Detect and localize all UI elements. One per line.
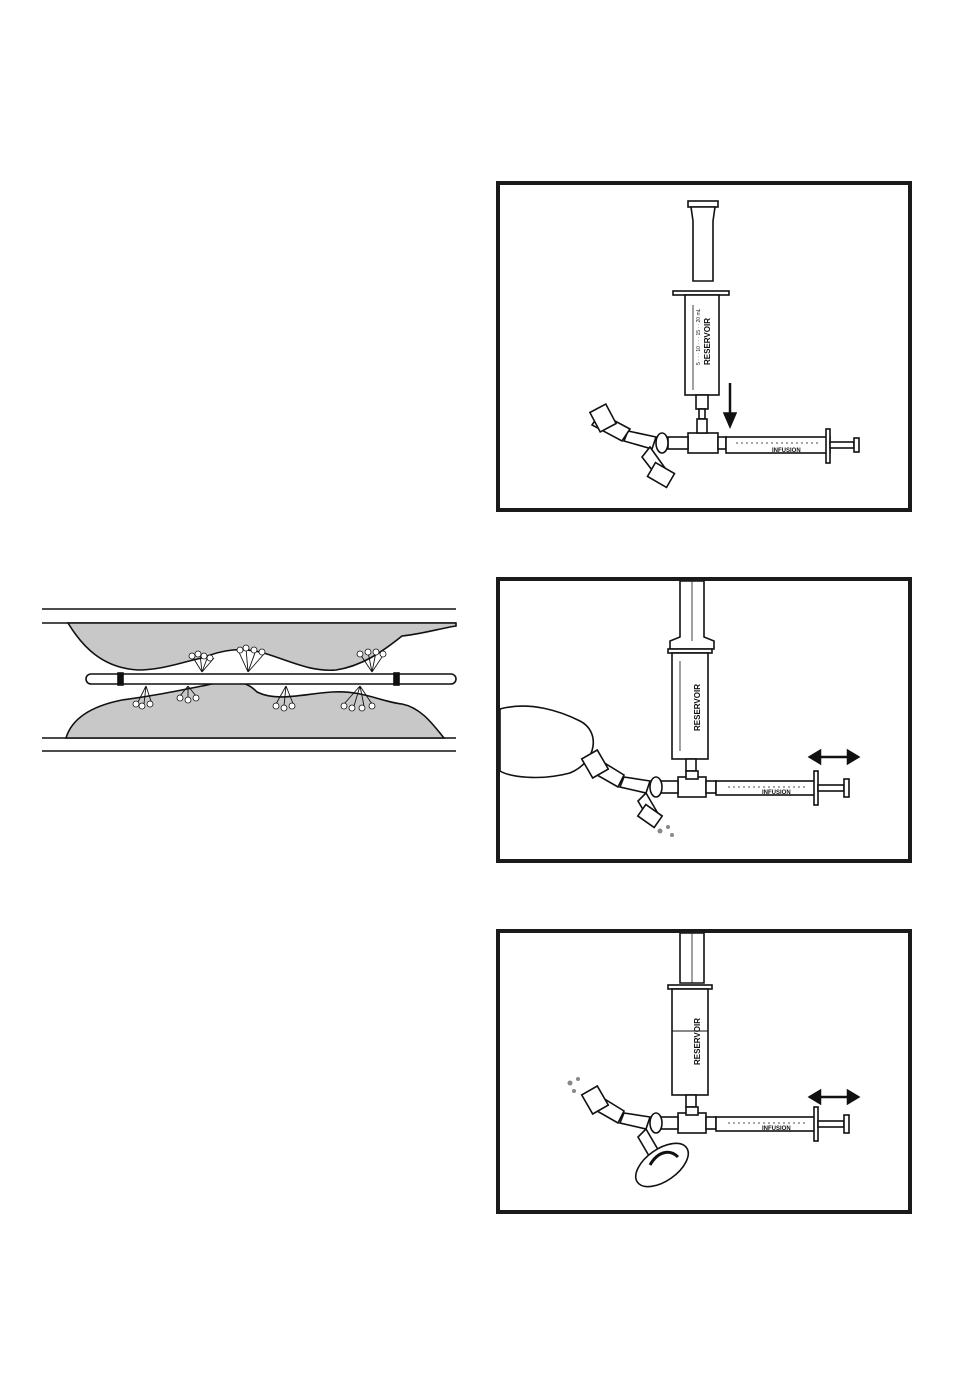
catheter-connector (590, 404, 675, 487)
infusion-plunger-cap (854, 438, 859, 452)
fluid-drops (568, 1077, 581, 1093)
fluid-drops (658, 825, 675, 837)
three-way-stopcock (668, 419, 726, 453)
infusion-label: INFUSION (772, 448, 801, 454)
catheter-shaft (86, 674, 456, 684)
infusion-syringe (716, 1107, 849, 1141)
panel-aspirate-flush: RESERVOIR INFUSION (496, 577, 912, 863)
reservoir-scale-ticks: 5 · · · 10 · · · 15 · · 20 mL (696, 308, 702, 365)
panel-attach-reservoir: RESERVOIR INFUSION 5 · · · 10 · · · 15 ·… (496, 181, 912, 512)
reservoir-label: RESERVOIR (703, 318, 712, 365)
marker-band-left (118, 673, 123, 685)
stopcock-right-port (718, 437, 726, 449)
down-arrow-icon (724, 383, 736, 427)
panel-3-illustration: RESERVOIR INFUSION (500, 933, 912, 1214)
infusion-syringe (716, 771, 849, 805)
reservoir-label: RESERVOIR (693, 684, 702, 731)
syringe-barrel (672, 653, 708, 759)
syringe-tip (696, 395, 708, 409)
plaque-bottom (66, 682, 444, 739)
three-way-stopcock (660, 1107, 716, 1133)
marker-band-right (394, 673, 399, 685)
panel-2-illustration: RESERVOIR INFUSION (500, 581, 912, 863)
reservoir-label: RESERVOIR (693, 1018, 702, 1065)
infusion-label: INFUSION (762, 790, 791, 796)
hand-icon (500, 706, 593, 777)
double-arrow-icon (810, 1091, 858, 1103)
plunger-cap (688, 201, 718, 207)
catheter-connector (582, 1086, 662, 1161)
reservoir-syringe (668, 581, 714, 771)
three-way-stopcock (660, 771, 716, 797)
infusion-syringe (726, 429, 859, 463)
infusion-plunger-rod (830, 442, 854, 448)
artery-cross-section (42, 606, 458, 756)
plunger-rod (691, 207, 715, 281)
panel-1-illustration: RESERVOIR INFUSION 5 · · · 10 · · · 15 ·… (500, 185, 912, 512)
catheter-connector (582, 750, 663, 827)
panel-cap-and-cycle: RESERVOIR INFUSION (496, 929, 912, 1214)
double-arrow-icon (810, 751, 858, 763)
stopcock-left-port (668, 437, 688, 449)
infusion-label: INFUSION (762, 1126, 791, 1132)
plaque-top (68, 623, 456, 670)
stopcock-top-port (697, 419, 707, 433)
stopcock-body (688, 433, 718, 453)
syringe-barrel (685, 295, 719, 395)
reservoir-syringe (668, 933, 712, 1107)
luer-tip (699, 409, 705, 419)
end-cap (628, 1135, 696, 1196)
